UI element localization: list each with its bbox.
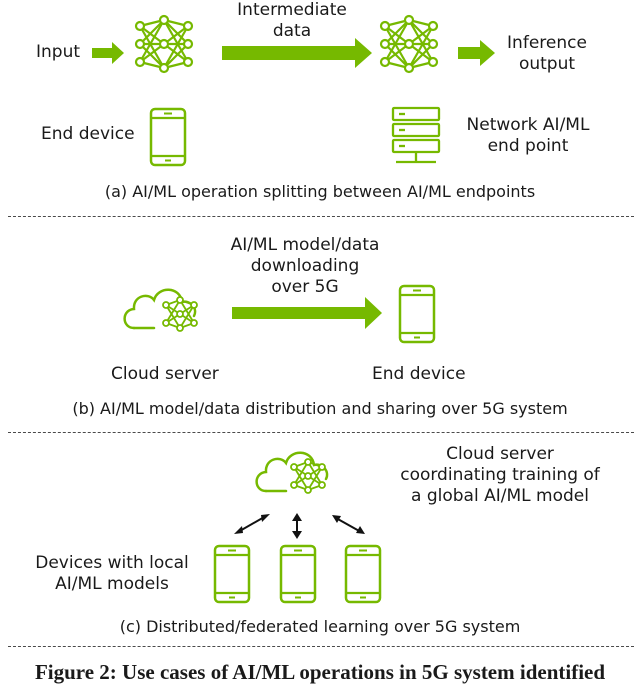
intermediate-data-label: Intermediate data	[237, 0, 347, 41]
phone-icon	[149, 107, 187, 167]
phone-icon	[398, 284, 436, 344]
phone-icon	[279, 544, 317, 604]
phone-icon	[344, 544, 382, 604]
figure-caption: Figure 2: Use cases of AI/ML operations …	[34, 660, 606, 684]
download-label: AI/ML model/data downloading over 5G	[230, 235, 380, 297]
input-label: Input	[36, 42, 81, 62]
end-device-label: End device	[372, 364, 466, 384]
sync-arrows	[234, 513, 365, 539]
caption-a: (a) AI/ML operation splitting between AI…	[104, 182, 536, 201]
section-divider	[8, 216, 634, 217]
phone-icon	[213, 544, 251, 604]
section-divider	[8, 646, 634, 647]
end-device-label: End device	[41, 124, 135, 144]
caption-b: (b) AI/ML model/data distribution and sh…	[72, 399, 568, 418]
inference-output-arrow	[458, 40, 495, 66]
neural-network-icon	[134, 14, 194, 74]
inference-output-label: Inference output	[507, 33, 587, 74]
cloud-server-label: Cloud server	[111, 364, 219, 384]
neural-network-icon	[379, 14, 439, 74]
neural-network-icon	[290, 458, 326, 494]
section-divider	[8, 432, 634, 433]
intermediate-data-arrow	[222, 38, 372, 68]
devices-label: Devices with local AI/ML models	[35, 553, 189, 594]
download-arrow	[232, 297, 382, 329]
network-endpoint-label: Network AI/ML end point	[466, 115, 590, 156]
caption-c: (c) Distributed/federated learning over …	[119, 617, 521, 636]
cloud-server-coordinating-label: Cloud server coordinating training of a …	[400, 444, 600, 506]
input-arrow	[92, 42, 124, 64]
server-icon	[391, 106, 441, 164]
neural-network-icon	[162, 296, 198, 332]
